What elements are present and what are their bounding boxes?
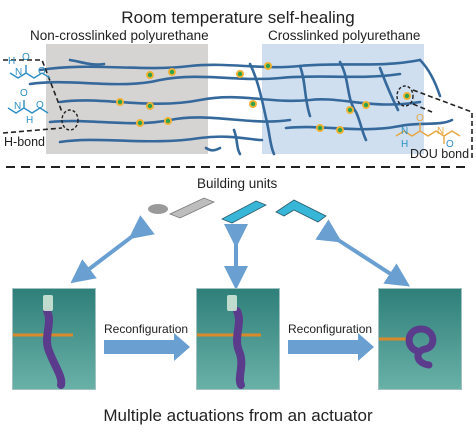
h-bond-label: H-bond — [4, 135, 45, 149]
non-crosslinked-region — [46, 44, 208, 154]
reconfiguration-label-1: Reconfiguration — [104, 322, 189, 336]
footer-caption: Multiple actuations from an actuator — [103, 406, 373, 425]
crosslinked-label: Crosslinked polyurethane — [268, 28, 421, 43]
actuator-photo-3 — [378, 288, 462, 390]
actuator-photo-1 — [12, 288, 96, 390]
crosslinked-region — [262, 44, 424, 154]
h-bond-callout — [2, 59, 79, 134]
dou-bond-callout — [396, 85, 473, 160]
dou-bond-label: DOU bond — [410, 147, 470, 161]
polymer-chains — [28, 58, 454, 156]
h-bond-chemical-structure — [7, 65, 51, 114]
non-crosslinked-label: Non-crosslinked polyurethane — [30, 28, 209, 43]
dou-chemical-structure — [395, 123, 461, 144]
reconfig-arrow-1 — [104, 333, 190, 361]
building-units — [148, 197, 327, 224]
crosslink-nodes — [116, 62, 411, 134]
actuator-photo-2 — [196, 288, 280, 390]
reconfiguration-label-2: Reconfiguration — [288, 322, 373, 336]
top-title: Room temperature self-healing — [121, 8, 355, 27]
double-arrows — [70, 215, 411, 290]
reconfig-arrow-2 — [288, 333, 374, 361]
building-units-label: Building units — [197, 176, 278, 191]
